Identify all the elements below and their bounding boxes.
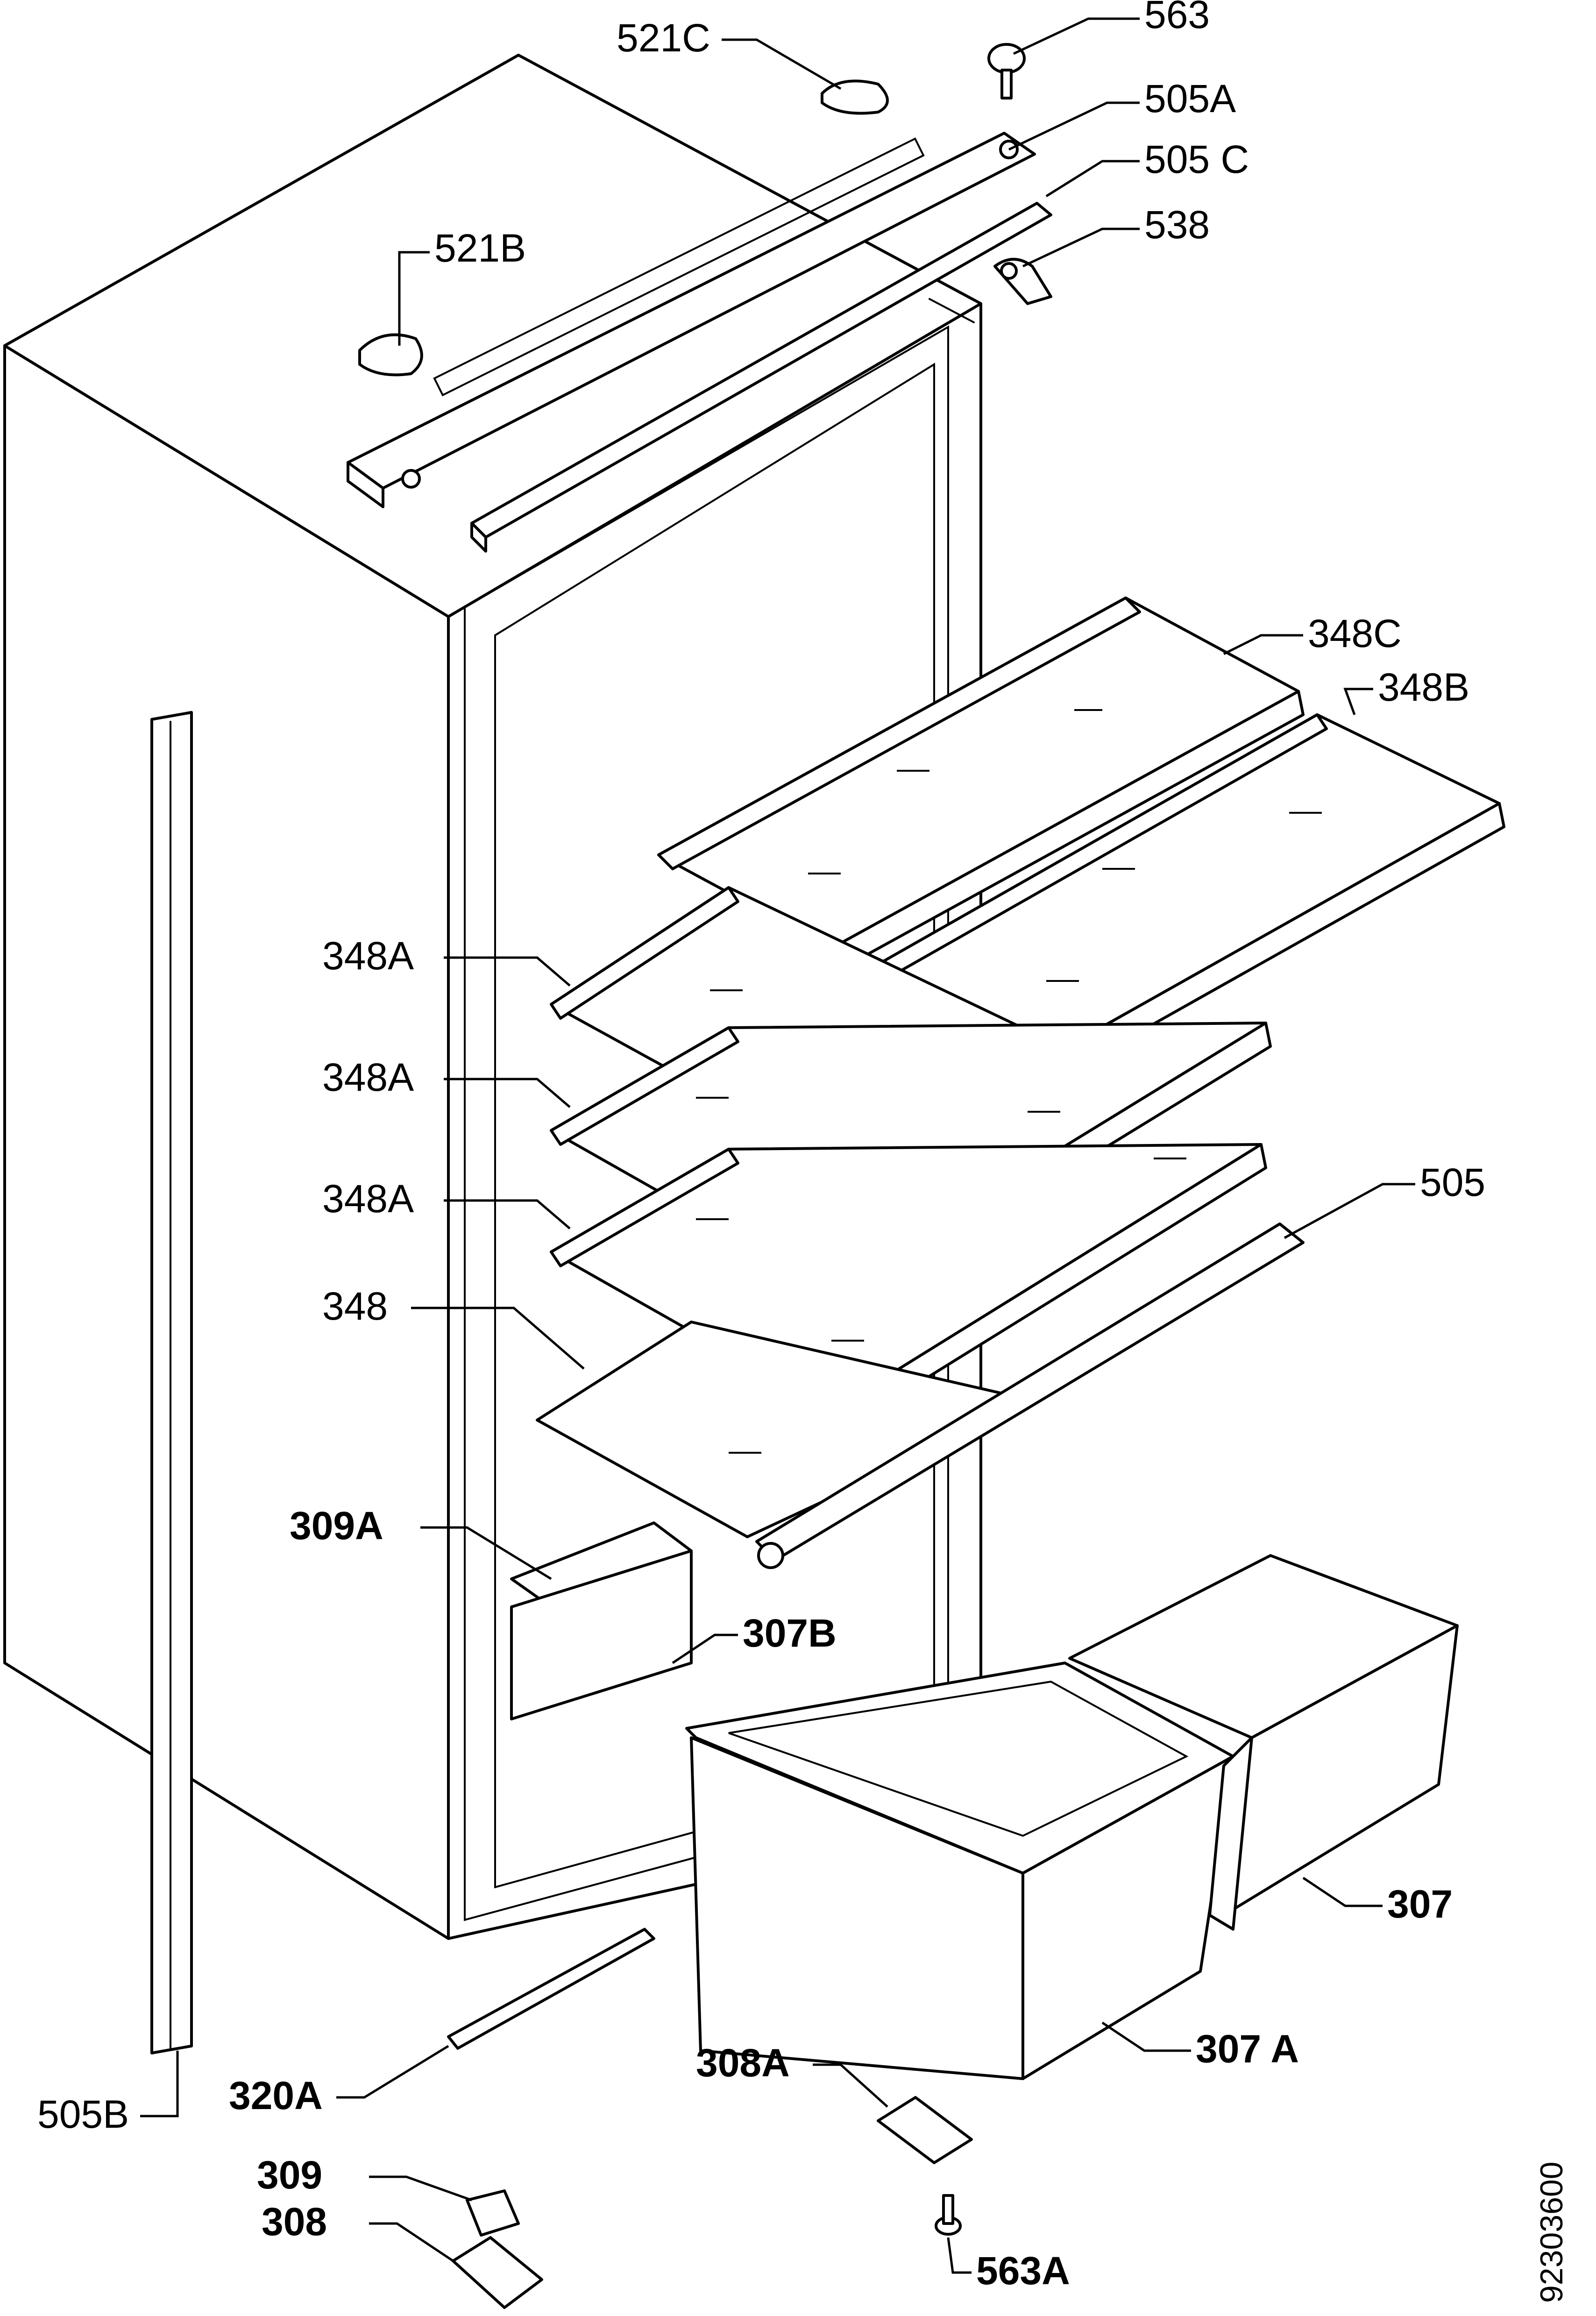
- screw-563a: [935, 2194, 962, 2236]
- bracket-320a: [447, 1928, 655, 2050]
- label-521c: 521C: [617, 16, 710, 60]
- label-307: 307: [1387, 1882, 1453, 1926]
- top-rail-505c: [470, 202, 1052, 553]
- label-307a: 307 A: [1196, 2027, 1299, 2071]
- shelf-348c: [657, 597, 1305, 973]
- label-348a-2: 348A: [322, 1055, 414, 1099]
- label-309a: 309A: [290, 1504, 383, 1548]
- knob-563: [987, 43, 1026, 99]
- block-309: [466, 2189, 520, 2237]
- bracket-308: [452, 2236, 543, 2309]
- leader-lines: [140, 17, 1415, 2274]
- label-308: 308: [262, 2200, 327, 2244]
- label-320a: 320A: [229, 2074, 323, 2117]
- label-309: 309: [257, 2153, 322, 2197]
- drawing-code: 92303600: [1534, 2161, 1569, 2303]
- label-563a: 563A: [976, 2249, 1070, 2293]
- label-505a: 505A: [1144, 77, 1236, 121]
- label-348b: 348B: [1378, 665, 1469, 709]
- hinge-538: [993, 258, 1052, 305]
- crisper-307b: [510, 1549, 693, 1720]
- trim-505: [755, 1222, 1305, 1569]
- bin-307: [1068, 1554, 1459, 1931]
- label-505: 505: [1420, 1160, 1485, 1204]
- label-348a-3: 348A: [322, 1177, 414, 1221]
- cap-521b: [358, 333, 423, 377]
- label-308a: 308A: [696, 2041, 790, 2085]
- bracket-308a: [877, 2096, 973, 2164]
- label-307b: 307B: [743, 1611, 837, 1655]
- label-505b: 505B: [37, 2092, 129, 2136]
- label-563: 563: [1144, 0, 1210, 36]
- label-348c: 348C: [1308, 611, 1402, 655]
- label-505c: 505 C: [1144, 137, 1249, 181]
- cap-521c: [821, 79, 889, 115]
- label-521b: 521B: [434, 226, 526, 270]
- door-trim-505b: [150, 711, 193, 2054]
- label-538: 538: [1144, 203, 1210, 247]
- label-348a-1: 348A: [322, 934, 414, 978]
- label-348: 348: [322, 1284, 388, 1328]
- part-labels: 521C 563 505A 505 C 538 521B 348C 348B 3…: [37, 0, 1569, 2303]
- top-rail-505a: [347, 132, 1036, 508]
- bin-307a: [685, 1662, 1234, 2080]
